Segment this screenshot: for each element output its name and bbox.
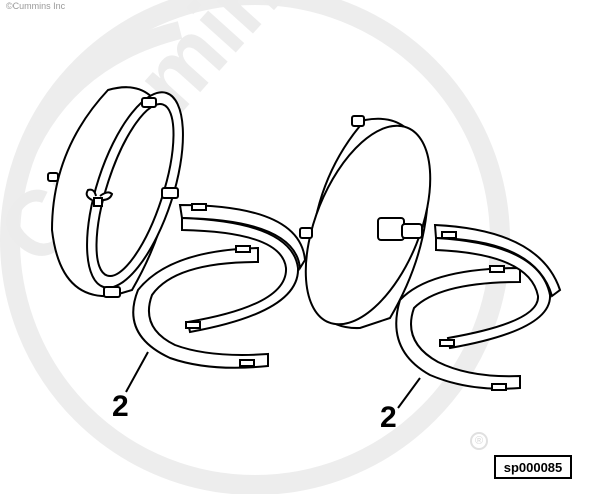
left-thrust-washers — [125, 203, 307, 393]
right-thrust-washers — [395, 223, 562, 409]
callout-2-right: 2 — [380, 401, 397, 434]
registered-mark: ® — [470, 432, 488, 450]
right-disc-tool — [299, 115, 432, 330]
copyright-notice: ©Cummins Inc — [6, 1, 66, 11]
callout-2-left: 2 — [112, 390, 129, 423]
figure-id-tag: sp000085 — [494, 455, 572, 479]
left-ring-tool — [47, 86, 184, 298]
